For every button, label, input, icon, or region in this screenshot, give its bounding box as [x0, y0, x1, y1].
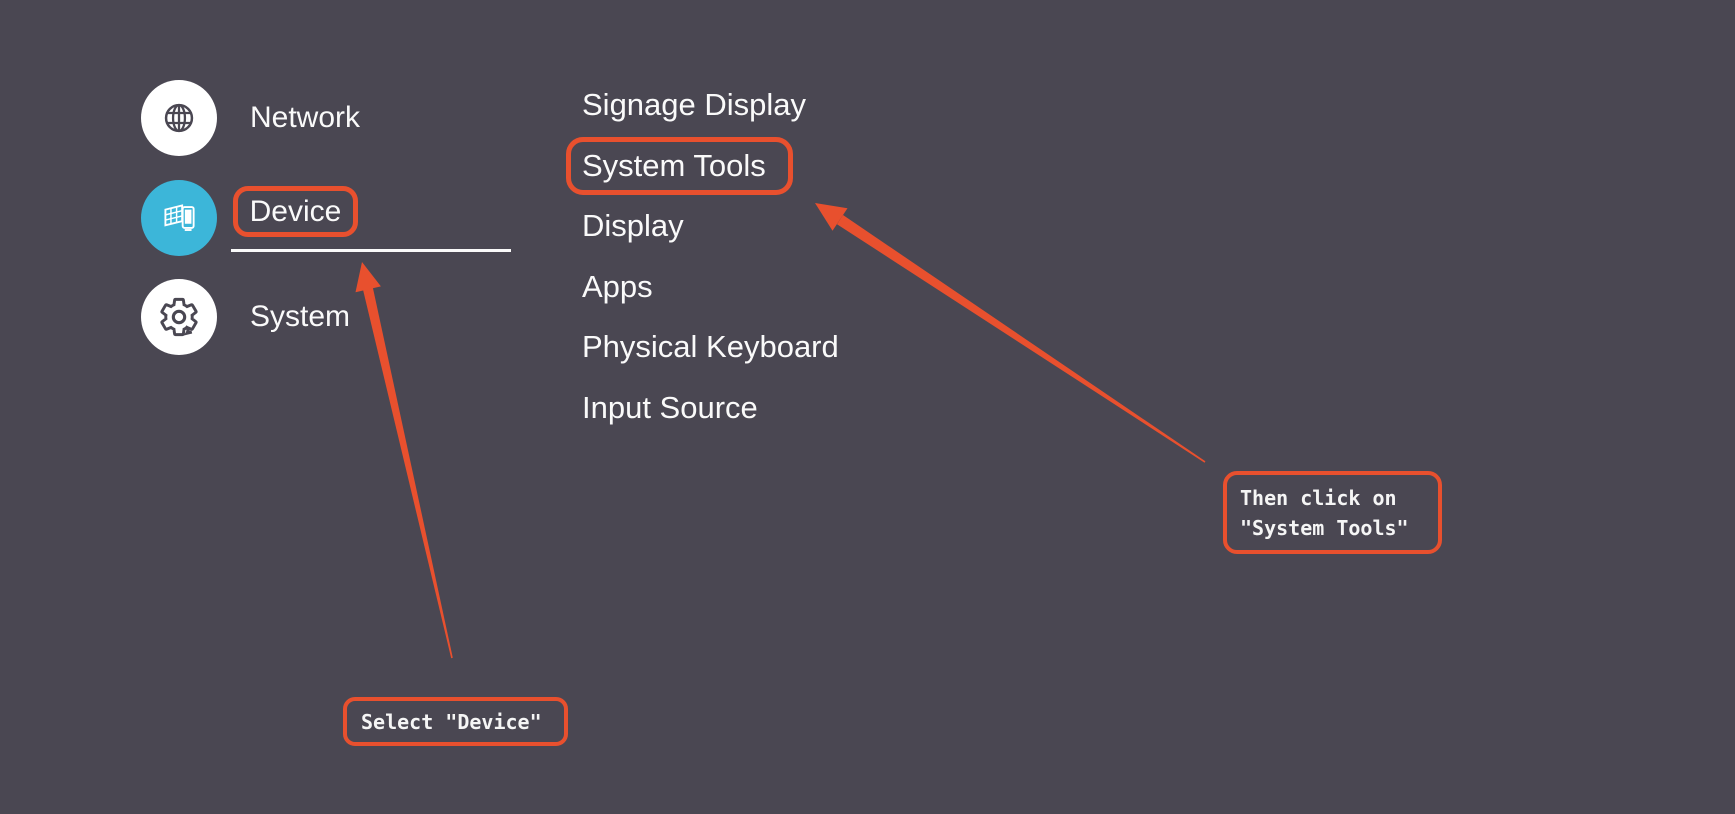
callout-then-click-system-tools: Then click on "System Tools"	[1223, 471, 1442, 554]
menu-item-input-source[interactable]: Input Source	[582, 390, 758, 425]
system-tools-highlight-box[interactable]: System Tools	[566, 137, 793, 195]
callout-select-device-text: Select "Device"	[361, 709, 542, 734]
menu-item-signage-display[interactable]: Signage Display	[582, 87, 807, 122]
sidebar-item-device[interactable]	[130, 175, 460, 261]
sidebar-item-network[interactable]: Network	[130, 75, 460, 161]
gear-icon	[141, 279, 217, 355]
device-highlight-box[interactable]: Device	[233, 186, 358, 237]
sidebar-item-system[interactable]: System	[130, 274, 460, 360]
callout-select-device: Select "Device"	[343, 697, 568, 746]
menu-item-apps[interactable]: Apps	[582, 269, 653, 304]
menu-item-display[interactable]: Display	[582, 208, 684, 243]
menu-item-system-tools[interactable]: System Tools	[582, 148, 766, 183]
callout-system-tools-line2: "System Tools"	[1240, 515, 1409, 540]
arrow-to-system-tools	[815, 203, 1206, 463]
sidebar-label-device: Device	[249, 194, 342, 228]
menu-item-physical-keyboard[interactable]: Physical Keyboard	[582, 329, 839, 364]
sidebar-label-system: System	[250, 300, 351, 333]
callout-system-tools-line1: Then click on	[1240, 485, 1397, 510]
globe-icon	[141, 80, 217, 156]
device-selected-underline	[231, 249, 511, 252]
device-icon	[141, 180, 217, 256]
sidebar-label-network: Network	[250, 101, 361, 134]
